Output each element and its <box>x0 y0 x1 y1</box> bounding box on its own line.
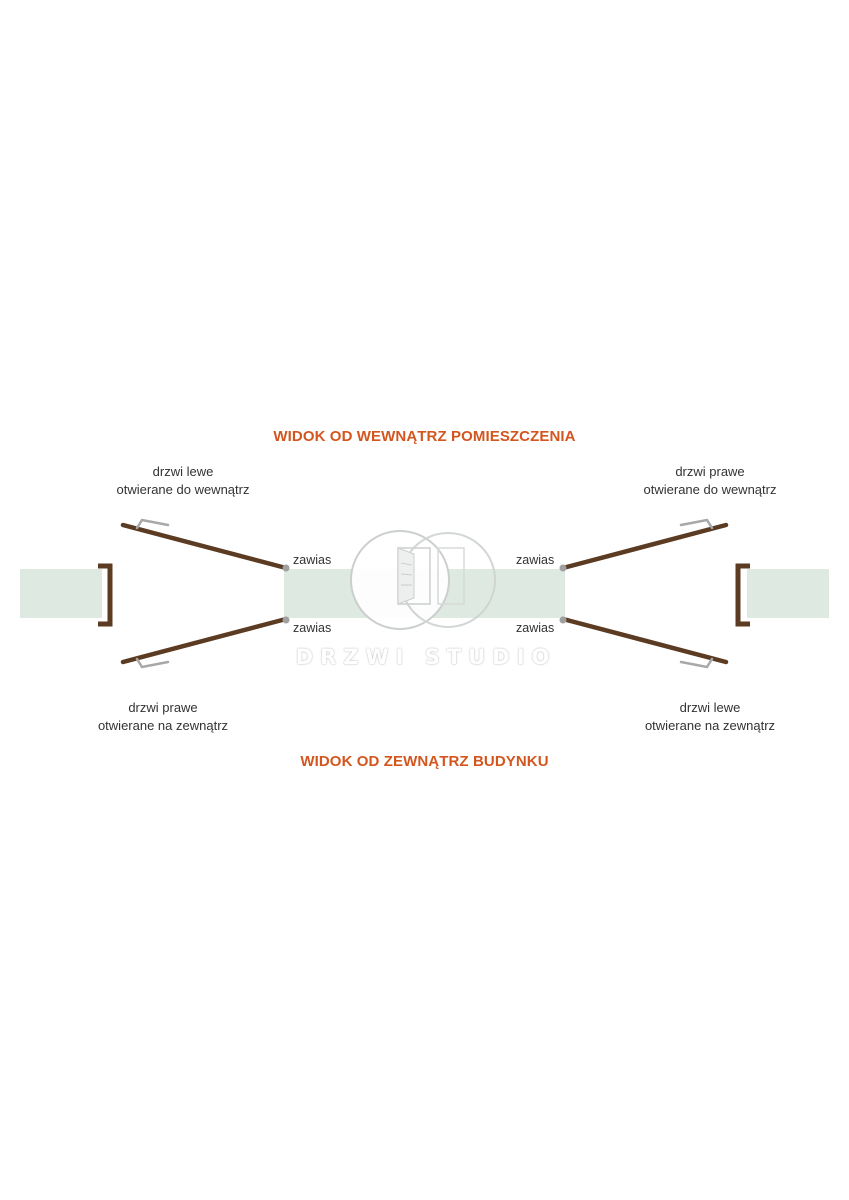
label-top-left-line2: otwierane do wewnątrz <box>116 482 250 497</box>
label-bottom-left-line1: drzwi prawe <box>128 700 198 715</box>
label-bottom-left-line2: otwierane na zewnątrz <box>97 718 229 733</box>
door-leaf-top-left <box>120 522 289 571</box>
handle-bottom-right <box>679 657 714 669</box>
hinge-bottom-right <box>559 616 567 624</box>
hinge-label-bottom-right: zawias <box>516 621 555 635</box>
heading-inside-view: WIDOK OD WEWNĄTRZ POMIESZCZENIA <box>273 428 576 445</box>
door-leaf-bottom-right <box>560 616 729 665</box>
handle-top-left <box>135 518 170 530</box>
hinge-label-bottom-left: zawias <box>293 621 332 635</box>
heading-outside-view: WIDOK OD ZEWNĄTRZ BUDYNKU <box>300 753 549 770</box>
door-leaf-top-right <box>560 522 729 571</box>
hinge-bottom-left <box>282 616 290 624</box>
door-logo-icon <box>350 530 496 630</box>
label-bottom-right: drzwi lewe otwierane na zewnątrz <box>602 699 818 735</box>
door-leaf-bottom-left <box>120 616 289 665</box>
hinge-top-left <box>282 564 290 572</box>
label-top-left: drzwi lewe otwierane do wewnątrz <box>75 463 291 499</box>
hinge-label-top-right: zawias <box>516 553 555 567</box>
hinge-top-right <box>559 564 567 572</box>
label-bottom-right-line2: otwierane na zewnątrz <box>644 718 776 733</box>
label-top-right-line1: drzwi prawe <box>675 464 745 479</box>
wall-left <box>20 569 102 618</box>
hinge-label-top-left: zawias <box>293 553 332 567</box>
door-frame-right <box>735 563 750 627</box>
watermark-brand: DRZWI STUDIO <box>295 645 557 669</box>
handle-top-right <box>679 518 714 530</box>
wall-right <box>747 569 829 618</box>
label-bottom-left: drzwi prawe otwierane na zewnątrz <box>55 699 271 735</box>
label-top-right-line2: otwierane do wewnątrz <box>643 482 777 497</box>
label-bottom-right-line1: drzwi lewe <box>679 700 741 715</box>
door-frame-left <box>98 563 113 627</box>
label-top-left-line1: drzwi lewe <box>152 464 214 479</box>
label-top-right: drzwi prawe otwierane do wewnątrz <box>602 463 818 499</box>
handle-bottom-left <box>135 657 170 669</box>
